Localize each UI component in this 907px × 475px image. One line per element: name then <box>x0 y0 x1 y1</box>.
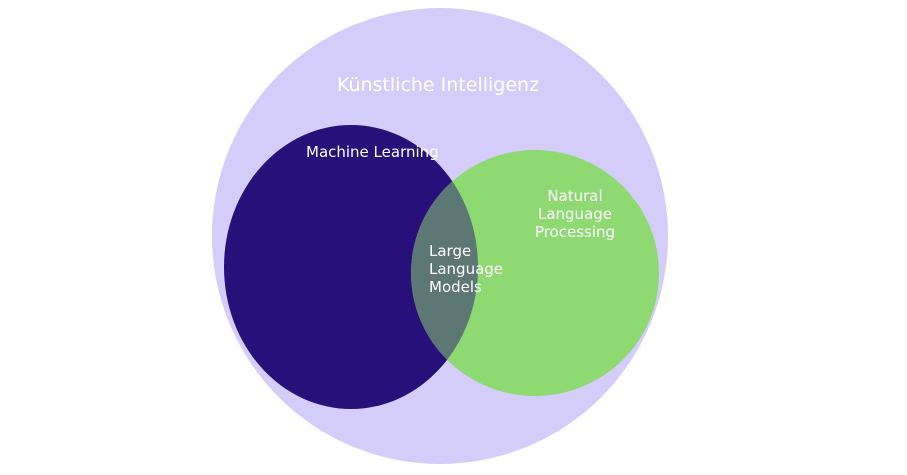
nlp-circle <box>411 150 659 396</box>
llm-label-line-2: Language <box>429 260 504 278</box>
nlp-label-line-2: Language <box>537 205 613 223</box>
llm-label-line-3: Models <box>429 278 482 296</box>
ai-label: Künstliche Intelligenz <box>336 74 540 96</box>
nlp-label-line-1: Natural <box>547 187 603 205</box>
llm-label-line-1: Large <box>429 242 472 260</box>
ml-circle <box>224 125 478 409</box>
ml-label: Machine Learning <box>306 143 439 161</box>
llm-label: Large Language Models <box>429 242 519 296</box>
nlp-label-line-3: Processing <box>534 223 616 241</box>
nlp-label: Natural Language Processing <box>522 187 628 241</box>
